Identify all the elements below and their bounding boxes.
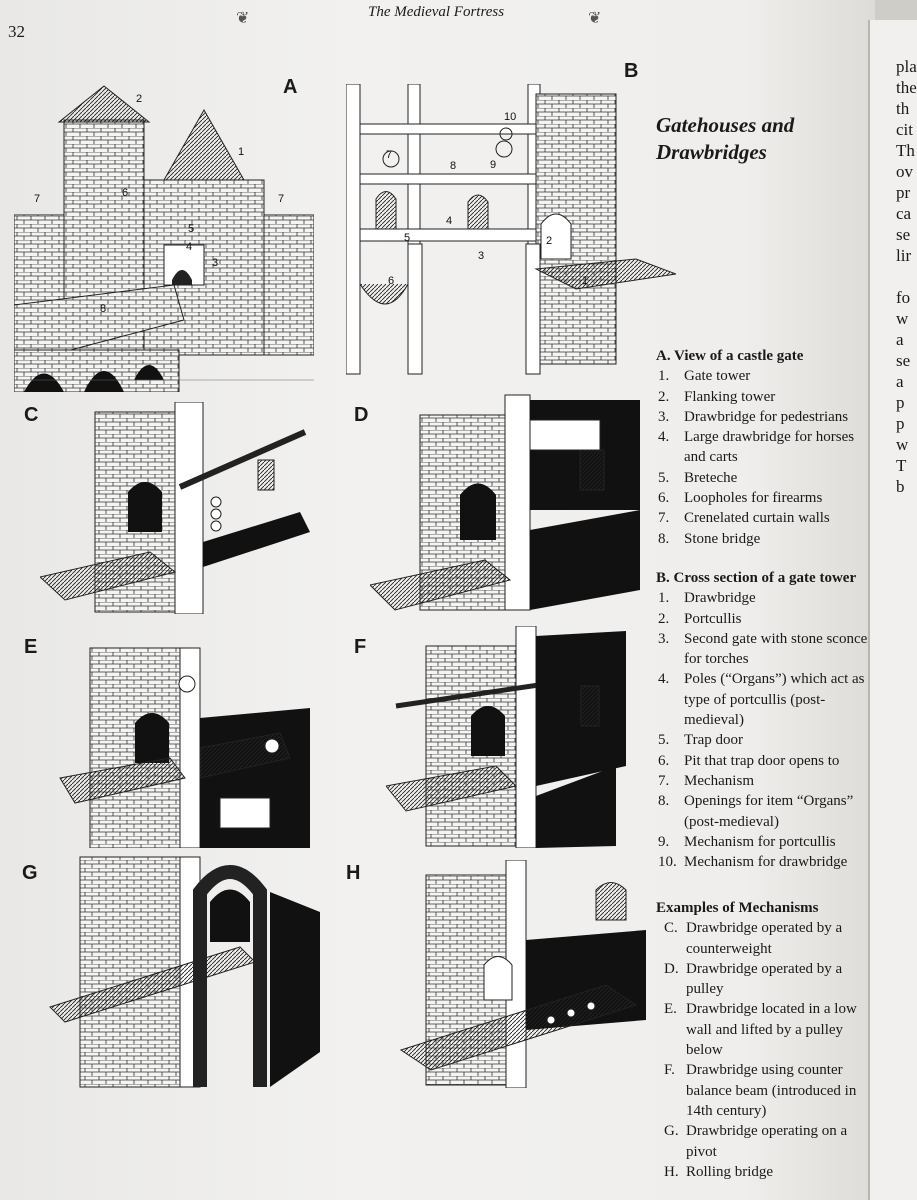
legend-a-item: 8.Stone bridge (658, 530, 761, 547)
illustration-castle-gate: 1 2 3 4 5 6 7 7 8 (14, 85, 314, 392)
legend-a-item: 7.Crenelated curtain walls (658, 510, 830, 527)
legend-b-item: 3.Second gate with stone sconces for tor… (658, 630, 874, 668)
callout-b-6: 6 (388, 275, 394, 287)
section-title-line-2: Drawbridges (656, 140, 767, 164)
illustration-mechanism-f (386, 626, 626, 848)
facing-text-fragment: a (896, 330, 904, 349)
facing-text-fragment: se (896, 351, 911, 370)
facing-text-fragment: fo (896, 288, 911, 307)
legend-mechanisms: Examples of Mechanisms C.Drawbridge oper… (656, 898, 876, 1182)
legend-b: B. Cross section of a gate tower 1.Drawb… (656, 568, 876, 872)
panel-label-h: H (346, 862, 361, 884)
facing-text-fragment: Th (896, 141, 915, 160)
facing-text-fragment: ca (896, 204, 912, 223)
callout-a-7-left: 7 (34, 193, 40, 205)
facing-text-fragment: ov (896, 162, 913, 181)
legend-mechanisms-item: H.Rolling bridge (664, 1163, 774, 1180)
legend-a-item: 5.Breteche (658, 469, 738, 486)
legend-b-item: 7.Mechanism (658, 772, 754, 789)
legend-b-heading: B. Cross section of a gate tower (656, 570, 857, 586)
section-title: Gatehouses and Drawbridges (656, 112, 846, 166)
callout-a-5: 5 (188, 223, 194, 235)
facing-text-fragment: p (896, 414, 905, 433)
legend-mechanisms-heading: Examples of Mechanisms (656, 900, 819, 916)
facing-text-fragment: p (896, 393, 905, 412)
facing-text-gap (896, 266, 917, 287)
illustration-mechanism-c (40, 402, 310, 614)
section-title-line-1: Gatehouses and (656, 113, 795, 137)
legend-a-heading: A. View of a castle gate (656, 348, 804, 364)
facing-text-fragment: w (896, 435, 909, 454)
facing-text-fragment: lir (896, 246, 912, 265)
panel-label-a: A (283, 76, 298, 98)
illustration-gate-cross-section: 1 2 3 4 5 6 7 8 9 10 (346, 84, 676, 375)
legend-mechanisms-item: E.Drawbridge located in a low wall and l… (664, 1001, 857, 1059)
facing-text-fragment: a (896, 372, 904, 391)
facing-page-edge: pla the th cit Th ov pr ca se lir fo w a… (868, 20, 917, 1200)
facing-text-fragment: se (896, 225, 911, 244)
legend-mechanisms-item: C.Drawbridge operated by a counterweight (664, 920, 843, 957)
legend-b-item: 6.Pit that trap door opens to (658, 752, 840, 769)
legend-a-item: 1.Gate tower (658, 368, 751, 385)
callout-b-7: 7 (386, 149, 392, 161)
legend-b-item: 10.Mechanism for drawbridge (658, 854, 848, 871)
callout-a-2: 2 (136, 93, 142, 105)
callout-a-4: 4 (186, 241, 192, 253)
right-ornament-icon: ❦ (588, 10, 602, 27)
facing-text-fragment: w (896, 309, 909, 328)
legend-a: A. View of a castle gate 1.Gate tower 2.… (656, 346, 876, 549)
callout-a-6: 6 (122, 187, 128, 199)
callout-b-5: 5 (404, 232, 410, 244)
callout-b-1: 1 (582, 275, 588, 287)
illustration-mechanism-d (370, 394, 640, 611)
callout-a-7-right: 7 (278, 193, 284, 205)
facing-text-fragment: b (896, 477, 905, 496)
facing-text-fragment: pr (896, 183, 911, 202)
panel-label-b: B (624, 60, 639, 82)
facing-text-fragment: cit (896, 120, 913, 139)
panel-label-f: F (354, 636, 367, 658)
legend-mechanisms-item: G.Drawbridge operating on a pivot (664, 1123, 848, 1160)
callout-b-9: 9 (490, 159, 496, 171)
callout-a-1: 1 (238, 146, 244, 158)
panel-label-g: G (22, 862, 38, 884)
legend-b-item: 9.Mechanism for portcullis (658, 833, 836, 850)
legend-a-item: 2.Flanking tower (658, 388, 776, 405)
legend-mechanisms-item: D.Drawbridge operated by a pulley (664, 960, 843, 998)
callout-b-8: 8 (450, 160, 456, 172)
facing-text-fragment: pla (896, 57, 917, 76)
facing-text-fragment: T (896, 456, 907, 475)
callout-b-10: 10 (504, 111, 516, 123)
legend-a-item: 6.Loopholes for firearms (658, 490, 823, 507)
facing-text-fragment: th (896, 99, 910, 118)
legend-a-item: 4.Large drawbridge for horses and carts (658, 429, 855, 466)
page-number: 32 (8, 22, 25, 41)
facing-text-fragment: the (896, 78, 917, 97)
callout-a-8: 8 (100, 303, 106, 315)
legend-a-item: 3.Drawbridge for pedestrians (658, 408, 849, 425)
legend-b-item: 4.Poles (“Organs”) which act as a type o… (658, 671, 875, 729)
legend-b-item: 5.Trap door (658, 732, 744, 749)
legend-b-item: 2.Portcullis (658, 610, 742, 627)
illustration-mechanism-g (49, 856, 320, 1088)
legend-b-item: 8.Openings for item “Organs” (post-medie… (658, 793, 854, 830)
panel-label-e: E (24, 636, 38, 658)
left-ornament-icon: ❦ (236, 10, 250, 27)
callout-b-2: 2 (546, 235, 552, 247)
panel-label-c: C (24, 404, 39, 426)
legend-mechanisms-item: F.Drawbridge using counter balance beam … (664, 1062, 857, 1119)
callout-b-4: 4 (446, 215, 452, 227)
callout-a-3: 3 (212, 257, 218, 269)
panel-label-d: D (354, 404, 369, 426)
callout-b-3: 3 (478, 250, 484, 262)
book-page: 32 ❦ The Medieval Fortress ❦ Gatehouses … (0, 0, 875, 1200)
legend-b-item: 1.Drawbridge (658, 590, 756, 607)
illustration-mechanism-h (399, 860, 646, 1088)
illustration-mechanism-e (59, 647, 310, 848)
running-head: The Medieval Fortress (368, 4, 505, 20)
